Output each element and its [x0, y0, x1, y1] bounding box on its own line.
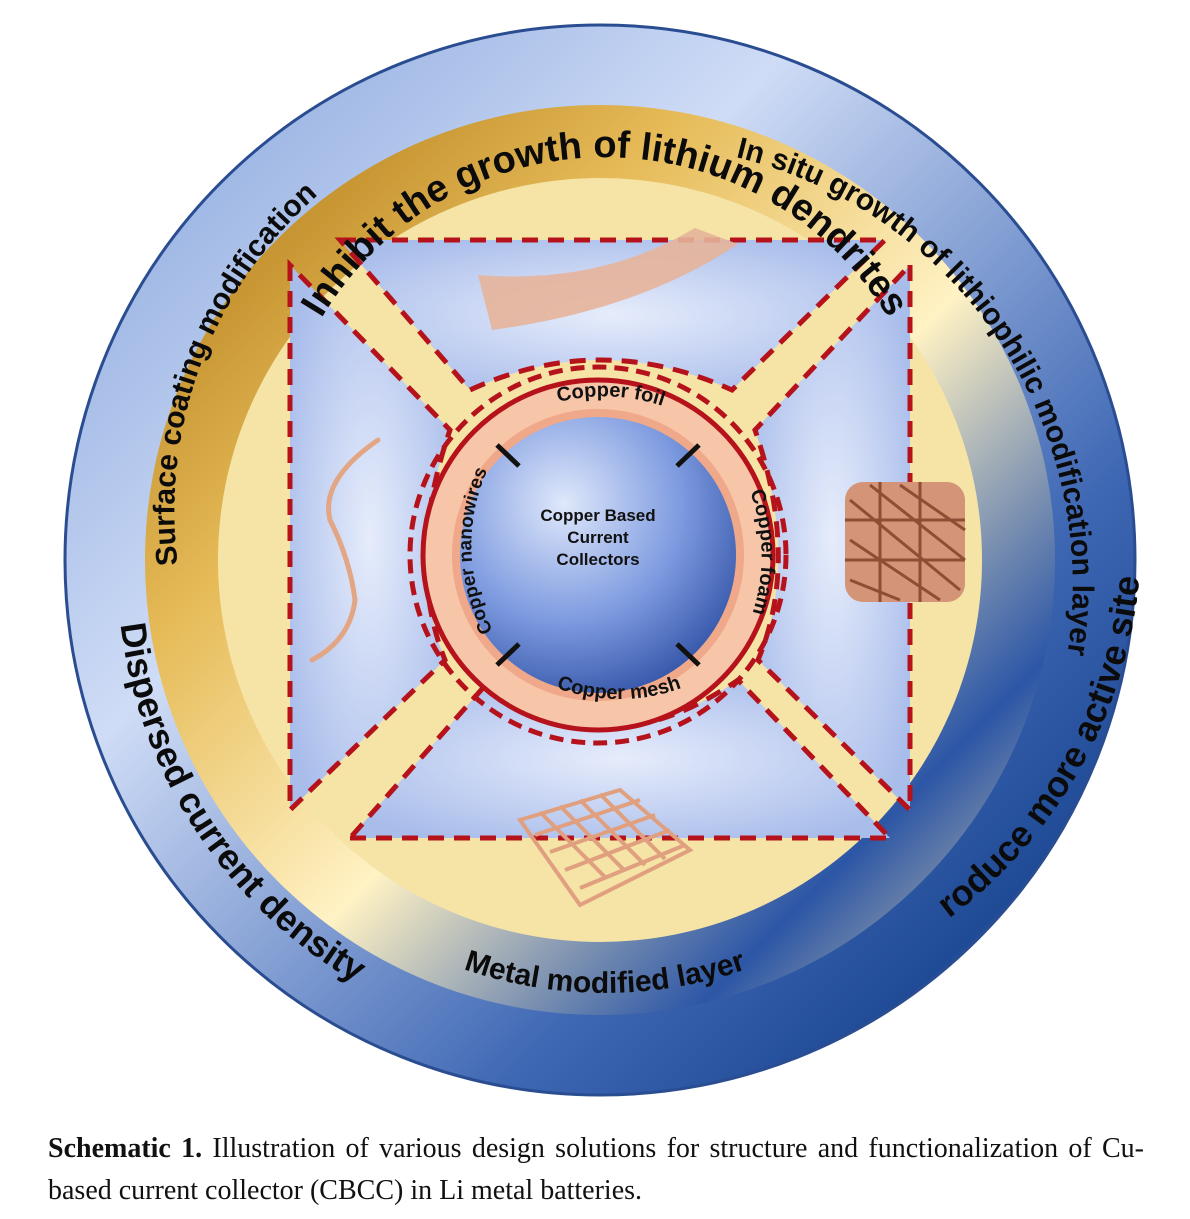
inner-dashed-ring — [407, 364, 789, 746]
hub-label-line1: Copper Based — [540, 506, 655, 525]
copper-mesh-illustration — [516, 787, 694, 908]
hub-label-line3: Collectors — [556, 550, 639, 569]
hub-circle — [452, 409, 744, 701]
caption-text: Illustration of various design solutions… — [48, 1133, 1144, 1206]
copper-nanowire-illustration — [309, 437, 381, 663]
copper-foil-illustration — [478, 228, 738, 330]
hub-label-line2: Current — [567, 528, 629, 547]
caption-label: Schematic 1. — [48, 1133, 203, 1164]
separator — [495, 642, 521, 667]
schematic-diagram: Inhibit the growth of lithium dendrites … — [0, 0, 1147, 1097]
separator — [495, 443, 521, 468]
panel-right — [752, 258, 913, 816]
separator — [675, 443, 701, 468]
panel-top — [334, 237, 892, 394]
copper-foam-illustration — [845, 482, 966, 602]
separator — [675, 642, 701, 667]
figure-caption: Schematic 1. Illustration of various des… — [48, 1128, 1144, 1212]
